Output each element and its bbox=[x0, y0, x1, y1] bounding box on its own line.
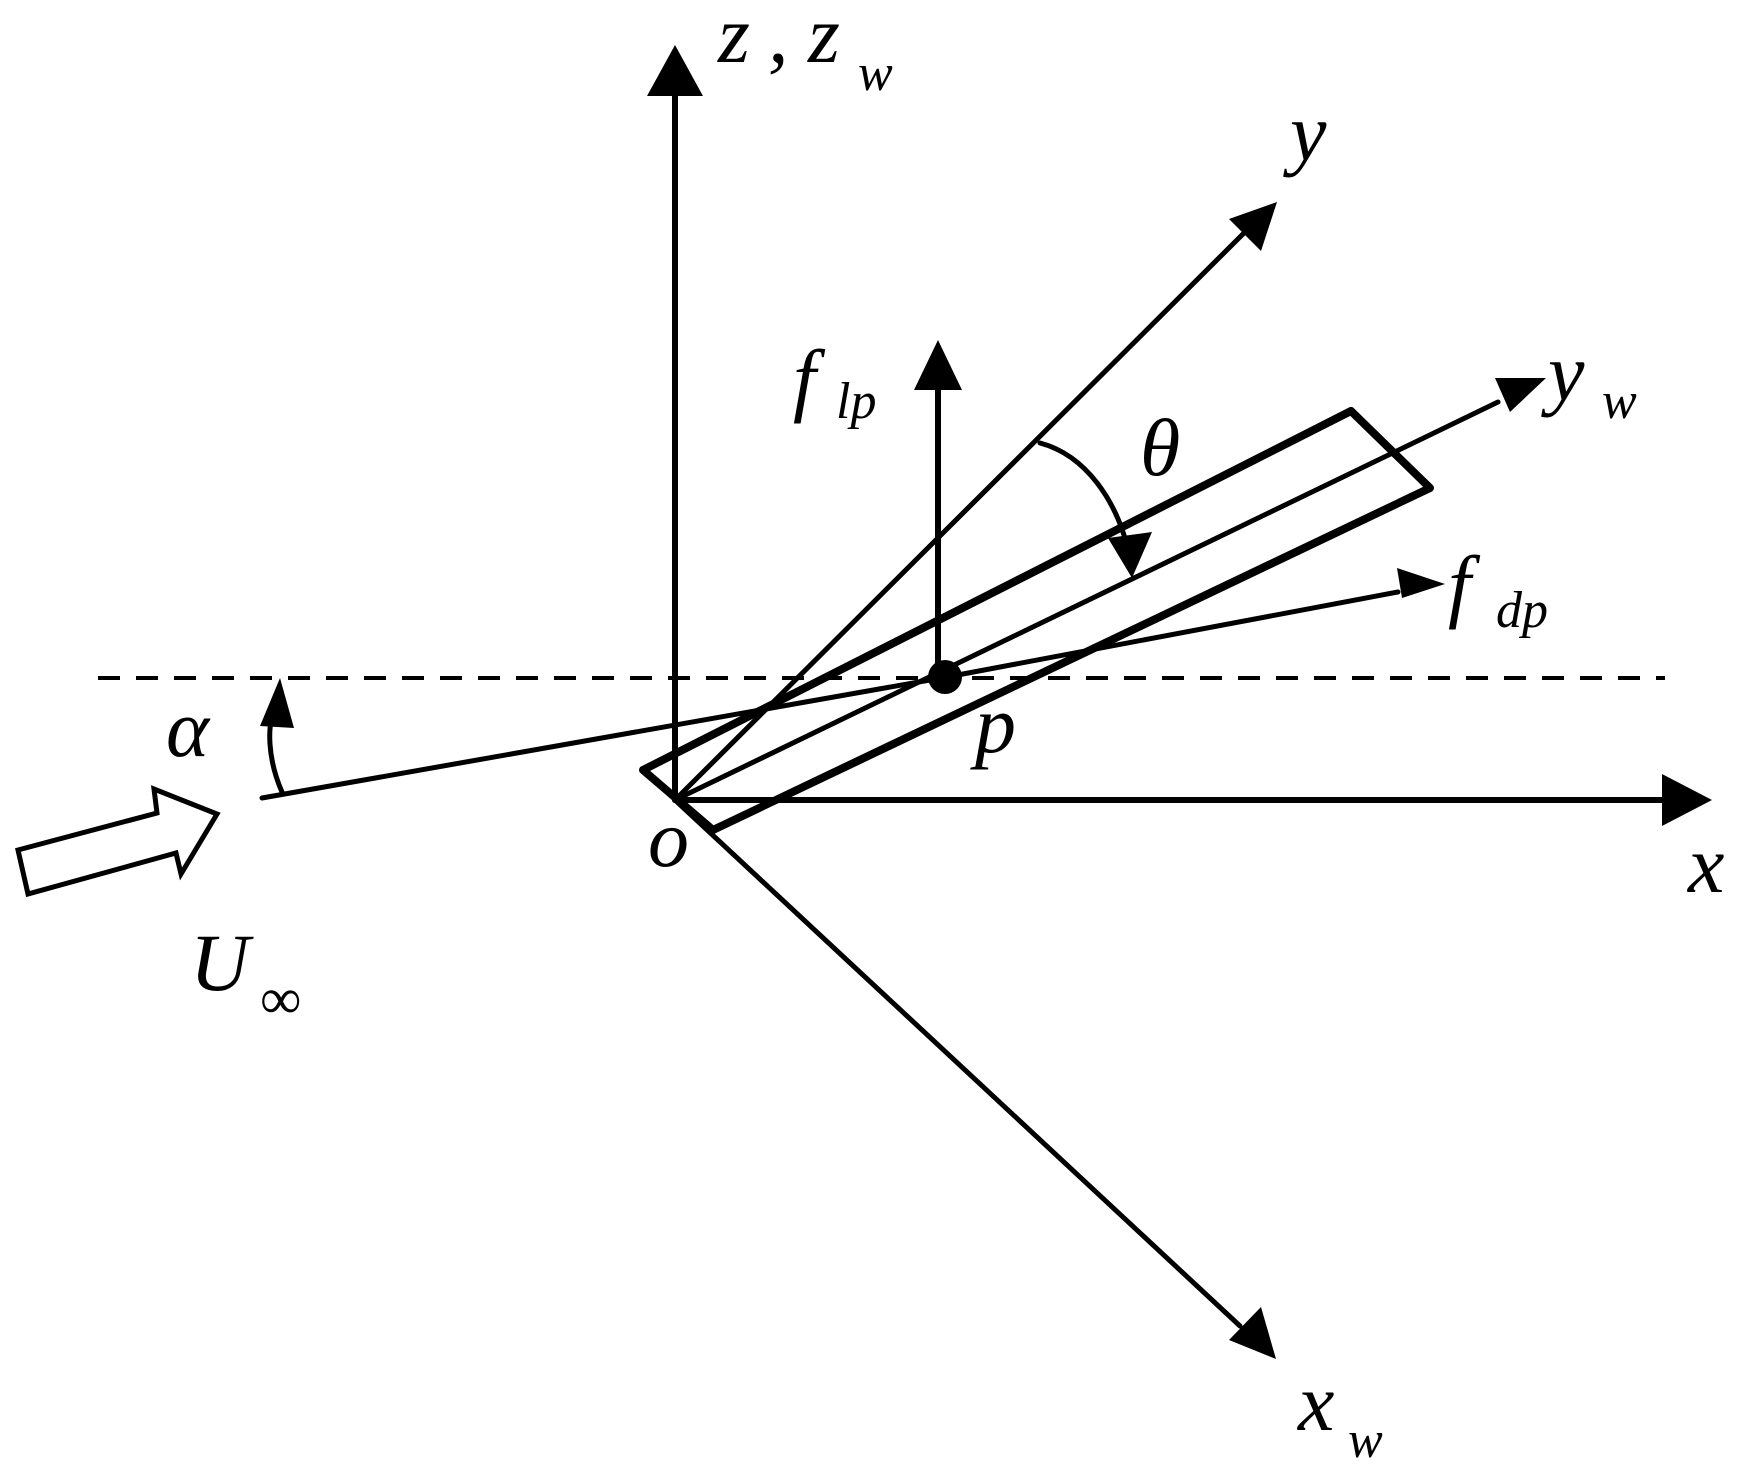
alpha-angle-arc bbox=[260, 678, 294, 795]
y-axis-arrowhead bbox=[1229, 202, 1277, 251]
zw-axis-label: z bbox=[807, 0, 840, 80]
lift-force-arrow bbox=[914, 340, 962, 680]
theta-label: θ bbox=[1140, 402, 1180, 493]
xw-axis-arrowhead bbox=[1229, 1307, 1276, 1359]
zw-axis-subscript: w bbox=[858, 45, 893, 102]
yw-axis bbox=[672, 378, 1546, 803]
point-p-marker bbox=[928, 660, 962, 694]
y-axis-label: y bbox=[1283, 87, 1327, 178]
z-axis bbox=[647, 45, 703, 803]
lift-force-label: f bbox=[793, 333, 826, 424]
origin-label: o bbox=[648, 793, 689, 884]
x-axis bbox=[672, 774, 1712, 826]
yw-axis-arrowhead bbox=[1495, 378, 1546, 412]
freestream-subscript: ∞ bbox=[260, 966, 301, 1031]
lift-force-subscript: lp bbox=[836, 373, 876, 430]
x-axis-arrowhead bbox=[1662, 774, 1712, 826]
xw-axis-subscript: w bbox=[1348, 1412, 1383, 1465]
drag-force-arrowhead bbox=[1397, 568, 1445, 598]
xw-axis-label: x bbox=[1297, 1357, 1334, 1448]
z-axis-separator: , bbox=[768, 0, 789, 80]
z-axis-label: z bbox=[717, 0, 750, 80]
z-axis-arrowhead bbox=[647, 45, 703, 96]
freestream-direction-line bbox=[259, 674, 950, 801]
x-axis-label: x bbox=[1687, 819, 1724, 910]
freestream-label: U bbox=[190, 917, 254, 1008]
xw-axis bbox=[672, 797, 1276, 1359]
alpha-arrowhead bbox=[260, 678, 294, 728]
point-p-label: p bbox=[970, 679, 1016, 770]
theta-angle-arc bbox=[1037, 440, 1152, 578]
freestream-block-arrow bbox=[15, 785, 221, 898]
wing-plate-outline bbox=[639, 407, 1434, 834]
yw-axis-label: y bbox=[1541, 327, 1585, 418]
drag-force-arrow bbox=[944, 568, 1445, 680]
yw-axis-subscript: w bbox=[1602, 373, 1637, 430]
alpha-label: α bbox=[166, 683, 211, 774]
lift-force-arrowhead bbox=[914, 340, 962, 390]
drag-force-label: f bbox=[1448, 539, 1481, 630]
drag-force-subscript: dp bbox=[1496, 582, 1548, 639]
theta-arrowhead bbox=[1108, 532, 1152, 578]
